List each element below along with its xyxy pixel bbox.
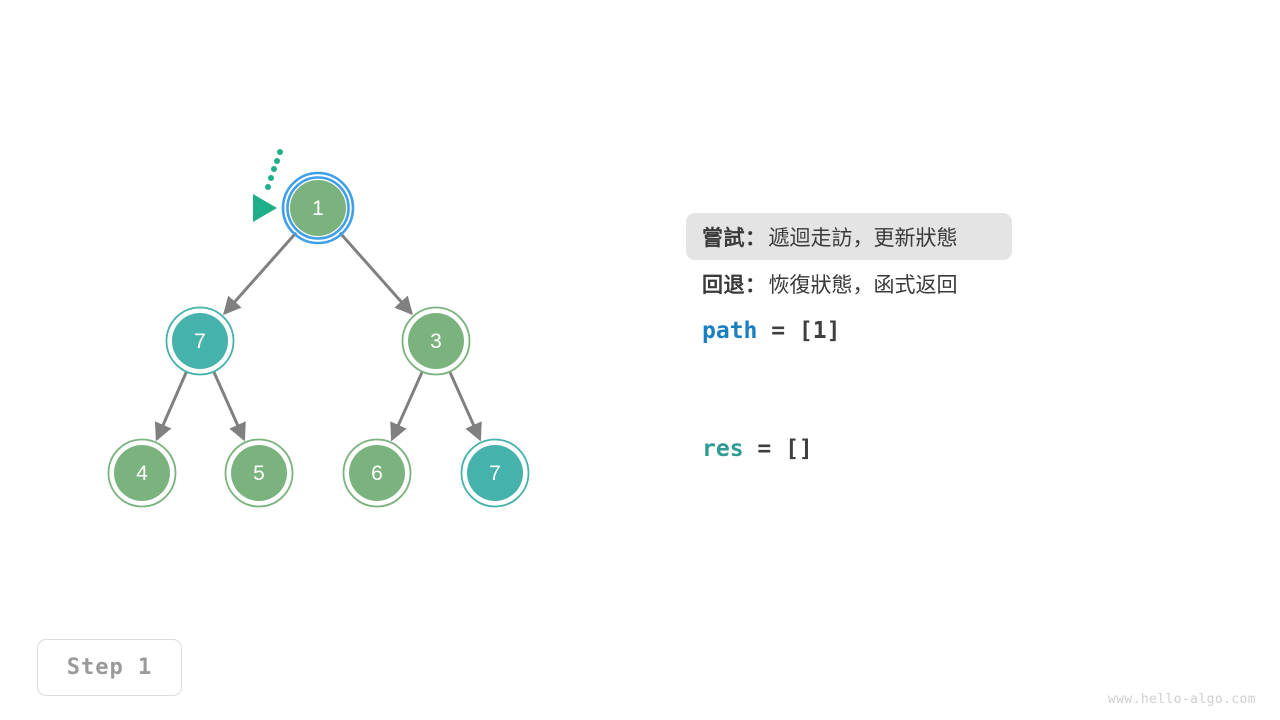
pointer-trail-dot [277, 149, 283, 155]
tree-node-6[interactable]: 6 [342, 438, 412, 508]
tree-edge [154, 370, 189, 442]
tree-node-7[interactable]: 7 [165, 306, 235, 376]
code-row-path: path = [1] [686, 307, 1106, 354]
code-variable-path: path [702, 317, 758, 344]
phrase-row-undo: 回退： 恢復狀態，函式返回 [686, 260, 1106, 307]
tree-edge [212, 370, 246, 442]
tree-edge [338, 231, 413, 316]
code-value-res: = [] [743, 435, 813, 462]
tree-node-layer: 1 7 3 4 5 6 7 [107, 171, 530, 508]
tree-edge [448, 370, 482, 442]
tree-node-3[interactable]: 3 [401, 306, 471, 376]
code-row-res: res = [] [686, 425, 1106, 472]
pointer-trail-dot [268, 175, 274, 181]
watermark-text: www.hello-algo.com [1107, 692, 1256, 707]
code-variable-res: res [702, 435, 744, 462]
tree-node-label: 7 [194, 330, 206, 353]
phrase-row-try: 嘗試： 遞迴走訪，更新狀態 [686, 213, 1012, 260]
phrase-label-try: 嘗試： [702, 226, 767, 250]
traversal-pointer-layer [253, 149, 283, 222]
tree-edge [223, 231, 298, 316]
tree-node-5[interactable]: 5 [224, 438, 294, 508]
tree-node-label: 7 [489, 462, 501, 485]
watermark: www.hello-algo.com [1108, 692, 1256, 707]
code-spacer [686, 354, 1106, 425]
tree-node-label: 1 [312, 197, 324, 220]
tree-node-7[interactable]: 7 [460, 438, 530, 508]
code-value-path: = [1] [757, 317, 841, 344]
tree-node-label: 5 [253, 462, 265, 485]
pointer-trail-dot [265, 184, 271, 190]
tree-node-label: 6 [371, 462, 383, 485]
phrase-text-try: 遞迴走訪，更新狀態 [768, 226, 958, 250]
pointer-triangle-icon [253, 194, 277, 222]
phrase-text-undo: 恢復狀態，函式返回 [768, 273, 958, 297]
pointer-trail-dot [271, 166, 277, 172]
step-badge-label: Step 1 [66, 655, 153, 680]
explanation-panel: 嘗試： 遞迴走訪，更新狀態 回退： 恢復狀態，函式返回 path = [1] r… [686, 213, 1106, 472]
tree-node-label: 4 [136, 462, 148, 485]
pointer-trail-dot [274, 158, 280, 164]
tree-edge [390, 370, 424, 442]
tree-node-4[interactable]: 4 [107, 438, 177, 508]
phrase-label-undo: 回退： [702, 273, 767, 297]
step-badge: Step 1 [37, 639, 182, 696]
tree-node-label: 3 [430, 330, 442, 353]
tree-edge-layer [154, 231, 482, 442]
tree-node-1[interactable]: 1 [281, 171, 355, 245]
